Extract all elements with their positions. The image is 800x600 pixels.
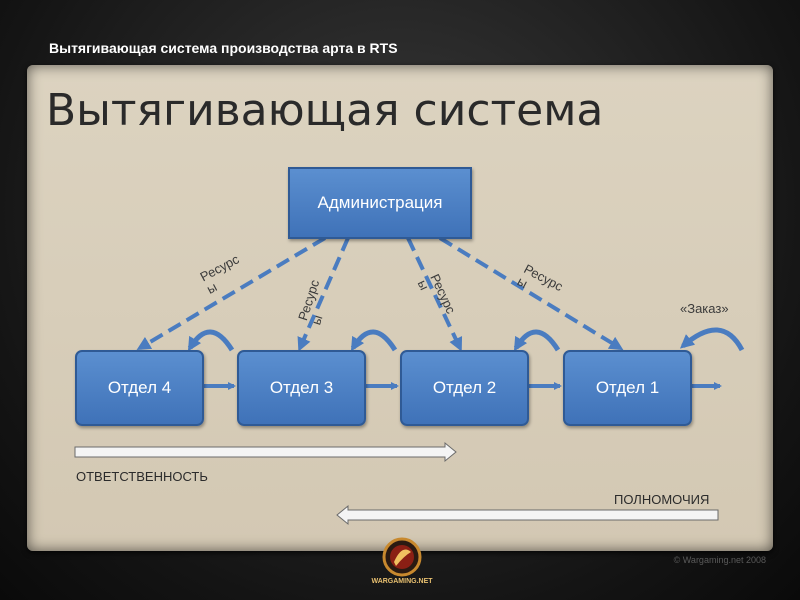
authority-arrow bbox=[336, 504, 719, 526]
request-arc-1-2 bbox=[513, 329, 561, 352]
request-arc-2-3 bbox=[350, 329, 398, 352]
order-label: «Заказ» bbox=[680, 301, 729, 316]
header-title: Вытягивающая система производства арта в… bbox=[49, 40, 398, 56]
department-3-box: Отдел 3 bbox=[237, 350, 366, 426]
slide-panel bbox=[27, 65, 773, 551]
slide-title: Вытягивающая система bbox=[46, 85, 604, 136]
resource-line-dept4 bbox=[136, 236, 327, 351]
copyright-text: © Wargaming.net 2008 bbox=[673, 555, 766, 565]
responsibility-arrow bbox=[74, 441, 457, 463]
resource-line-dept1 bbox=[438, 236, 624, 351]
order-arc-in bbox=[679, 327, 745, 352]
department-1-box: Отдел 1 bbox=[563, 350, 692, 426]
administration-box: Администрация bbox=[288, 167, 472, 239]
wargaming-logo-text: WARGAMING.NET bbox=[371, 578, 433, 585]
department-4-box: Отдел 4 bbox=[75, 350, 204, 426]
request-arc-3-4 bbox=[187, 329, 235, 352]
responsibility-label: ОТВЕТСТВЕННОСТЬ bbox=[76, 469, 208, 484]
department-2-box: Отдел 2 bbox=[400, 350, 529, 426]
authority-label: ПОЛНОМОЧИЯ bbox=[614, 492, 710, 507]
